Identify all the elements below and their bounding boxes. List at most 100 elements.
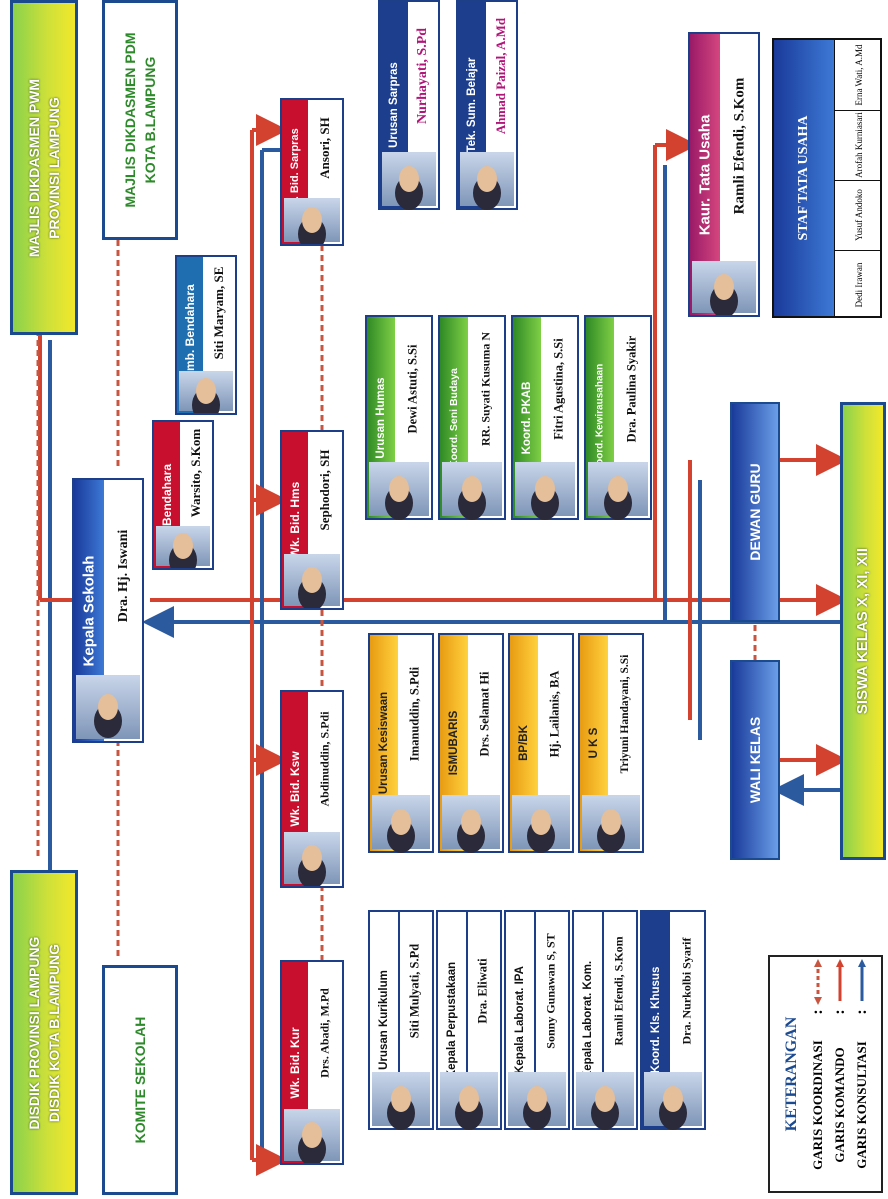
- legend-title: KETERANGAN: [783, 1016, 800, 1132]
- legend-item-konsultasi: GARIS KONSULTASI: [854, 1040, 869, 1169]
- sarpras-staff-1-photo: [382, 152, 436, 206]
- sarpras-staff-2-name: Ahmad Paizal, A.Md: [493, 17, 508, 135]
- kur-staff-3-photo: [508, 1072, 566, 1126]
- ksw-staff-4: U K S Triyuni Handayani, S.Si: [578, 633, 644, 853]
- siswa-label: SISWA KELAS X, XI, XII: [854, 547, 871, 715]
- hms-staff-1: Urusan Humas Dewi Astuti, S.Si: [365, 315, 433, 520]
- ksw-staff-3-name: Hj. Lailanis, BA: [547, 670, 562, 758]
- ksw-staff-3-title: BP/BK: [518, 725, 530, 761]
- wakil-sarpras-photo: [284, 198, 340, 242]
- staf-tu-member-4: Dedi Irawan: [854, 262, 864, 308]
- staf-tu-member-3: Yusuf Andoko: [854, 189, 864, 241]
- kur-staff-1-name: Siti Mulyati, S.Pd: [407, 943, 422, 1039]
- kur-staff-4: Kepala Laborat. Kom. Ramli Efendi, S.Kom: [572, 910, 638, 1130]
- kaur-tu-card: Kaur. Tata Usaha Ramli Efendi, S.Kom: [688, 32, 760, 317]
- kepala-name: Dra. Hj. Iswani: [116, 529, 131, 622]
- wakil-ksw-name: Abdinuddin, S.Pdi: [317, 711, 332, 807]
- sarpras-staff-1-title: Urusan Sarpras: [388, 62, 400, 148]
- hms-staff-3-title: Koord. PKAB: [521, 381, 533, 454]
- dewan-guru-box: DEWAN GURU: [730, 402, 780, 622]
- sarpras-staff-1: Urusan Sarpras Nurhayati, S.Pd: [378, 0, 440, 210]
- kur-staff-5-name: Dra. Nurkolbi Syarif: [679, 937, 694, 1045]
- kur-staff-1-title: Urusan Kurikulum: [378, 970, 390, 1070]
- legend: KETERANGAN GARIS KOORDINASI GARIS KOMAND…: [768, 955, 883, 1193]
- kur-staff-3: Kepala Laborat. IPA Sonny Gunawan S, ST: [504, 910, 570, 1130]
- kepala-sekolah-card: Kepala Sekolah Dra. Hj. Iswani: [72, 478, 144, 743]
- legend-line-samples: [814, 959, 866, 1005]
- legend-item-komando: GARIS KOMANDO: [832, 1046, 847, 1163]
- bendahara-title: Bendahara: [160, 463, 174, 527]
- hms-staff-2-photo: [442, 462, 502, 516]
- hms-staff-4-name: Dra. Paulina Syakir: [624, 335, 639, 442]
- majlis-pwm-label: MAJLIS DIKDASMEN PWM PROVINSI LAMPUNG: [26, 78, 62, 257]
- wakil-kur-photo: [284, 1109, 340, 1161]
- majlis-pdm-label: MAJLIS DIKDASMEN PDM KOTA B.LAMPUNG: [122, 32, 158, 208]
- wakil-ksw-title: Wk. Bid. Ksw: [288, 751, 302, 827]
- ksw-staff-2-photo: [442, 795, 500, 849]
- kur-staff-4-name: Ramli Efendi, S.Kom: [611, 936, 626, 1046]
- ksw-staff-3-photo: [512, 795, 570, 849]
- staf-tu-member-1: Erna Wati, A.Md: [854, 44, 864, 106]
- wakil-hms-name: Sephodori, SH: [317, 449, 332, 531]
- kur-staff-5: Koord. Kls. Khusus Dra. Nurkolbi Syarif: [640, 910, 706, 1130]
- hms-staff-3: Koord. PKAB Fitri Agustina, S.Si: [511, 315, 579, 520]
- kepala-photo: [76, 675, 140, 739]
- kur-staff-4-photo: [576, 1072, 634, 1126]
- kur-staff-3-name: Sonny Gunawan S, ST: [543, 933, 558, 1049]
- hms-staff-2: Koord. Seni Budaya RR. Suyati Kusuma N: [438, 315, 506, 520]
- wakil-kur-title: Wk. Bid. Kur: [288, 1026, 302, 1099]
- kur-staff-5-title: Koord. Kls. Khusus: [650, 966, 662, 1074]
- hms-staff-1-name: Dewi Astuti, S.Si: [405, 344, 420, 433]
- disdik-box: DISDIK PROVINSI LAMPUNG DISDIK KOTA B.LA…: [10, 870, 78, 1195]
- staf-tu-card: STAF TATA USAHA Erna Wati, A.Md Arofah K…: [772, 38, 882, 318]
- wakil-sarpras-card: Wk. Bid. Sarpras Ansori, SH: [280, 98, 344, 246]
- pemb-bendahara-card: Pemb. Bendahara Siti Maryam, SE: [175, 255, 237, 415]
- bendahara-name: Warsito, S.Kom: [188, 428, 203, 518]
- kur-staff-2-name: Dra. Eliwati: [475, 958, 490, 1024]
- kur-staff-2-photo: [440, 1072, 498, 1126]
- ksw-staff-2-title: ISMUBARIS: [448, 710, 460, 776]
- hms-staff-4-photo: [588, 462, 648, 516]
- kepala-title: Kepala Sekolah: [80, 555, 98, 666]
- wali-kelas-label: WALI KELAS: [747, 716, 763, 804]
- kur-staff-2: Kepala Perpustakaan Dra. Eliwati: [436, 910, 502, 1130]
- pemb-bendahara-photo: [179, 371, 233, 411]
- bendahara-card: Bendahara Warsito, S.Kom: [152, 420, 214, 570]
- ksw-staff-4-photo: [582, 795, 640, 849]
- majlis-pwm-box: MAJLIS DIKDASMEN PWM PROVINSI LAMPUNG: [10, 0, 78, 335]
- sarpras-staff-2-photo: [460, 152, 514, 206]
- hms-staff-3-name: Fitri Agustina, S.Si: [551, 337, 566, 440]
- sarpras-staff-2-title: Tek. Sum. Belajar: [466, 57, 478, 153]
- hms-staff-3-photo: [515, 462, 575, 516]
- hms-staff-1-title: Urusan Humas: [375, 376, 387, 459]
- hms-staff-1-photo: [369, 462, 429, 516]
- wakil-ksw-card: Wk. Bid. Ksw Abdinuddin, S.Pdi: [280, 690, 344, 888]
- komite-label: KOMITE SEKOLAH: [132, 1016, 148, 1144]
- kaur-tu-title: Kaur. Tata Usaha: [696, 114, 714, 235]
- hms-staff-4: Koord. Kewirausahaan Dra. Paulina Syakir: [584, 315, 652, 520]
- ksw-staff-2: ISMUBARIS Drs. Selamat Hi: [438, 633, 504, 853]
- wakil-hms-card: Wk. Bid. Hms Sephodori, SH: [280, 430, 344, 610]
- komite-box: KOMITE SEKOLAH: [102, 965, 178, 1195]
- ksw-staff-1-name: Imanuddin, S.Pdi: [407, 666, 422, 762]
- hms-staff-4-title: Koord. Kewirausahaan: [594, 363, 606, 472]
- pemb-bendahara-name: Siti Maryam, SE: [211, 266, 226, 360]
- kur-staff-1: Urusan Kurikulum Siti Mulyati, S.Pd: [368, 910, 434, 1130]
- ksw-staff-1-title: Urusan Kesiswaan: [378, 691, 390, 795]
- majlis-pdm-box: MAJLIS DIKDASMEN PDM KOTA B.LAMPUNG: [102, 0, 178, 240]
- ksw-staff-3: BP/BK Hj. Lailanis, BA: [508, 633, 574, 853]
- disdik-label: DISDIK PROVINSI LAMPUNG DISDIK KOTA B.LA…: [26, 936, 62, 1129]
- wakil-hms-title: Wk. Bid. Hms: [288, 481, 302, 559]
- sarpras-staff-1-name: Nurhayati, S.Pd: [415, 27, 430, 125]
- wakil-kur-card: Wk. Bid. Kur Drs. Abadi, M.Pd: [280, 960, 344, 1165]
- hms-staff-2-title: Koord. Seni Budaya: [448, 367, 460, 468]
- staf-tu-member-2: Arofah Kurniasari: [854, 112, 864, 178]
- dewan-guru-label: DEWAN GURU: [747, 463, 763, 561]
- siswa-box: SISWA KELAS X, XI, XII: [840, 402, 886, 860]
- kaur-tu-photo: [692, 261, 756, 313]
- kur-staff-1-photo: [372, 1072, 430, 1126]
- wali-kelas-box: WALI KELAS: [730, 660, 780, 860]
- kur-staff-4-title: Kepala Laborat. Kom.: [582, 960, 594, 1080]
- kur-staff-2-title: Kepala Perpustakaan: [446, 961, 458, 1079]
